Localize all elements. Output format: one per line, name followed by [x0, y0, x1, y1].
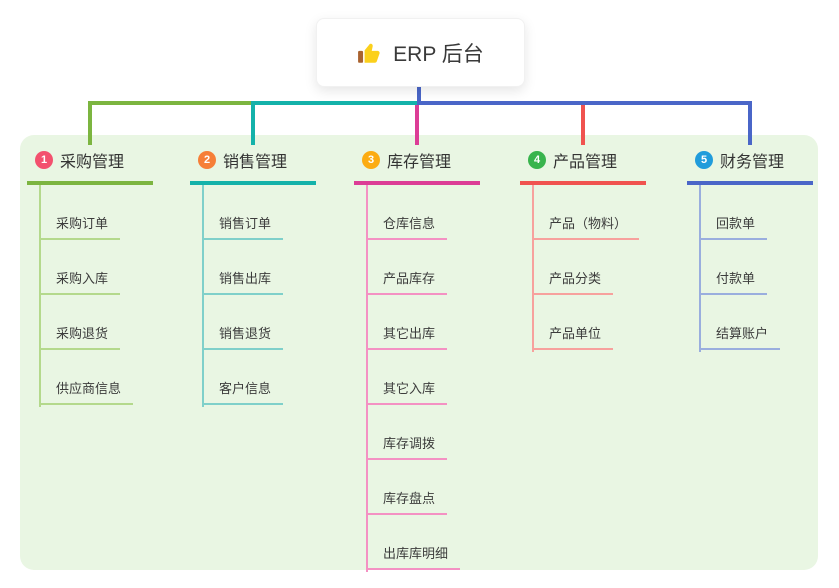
- branch-tree-line: [366, 185, 368, 572]
- branch-column-3: 3 库存管理 仓库信息 产品库存 其它出库 其它入库 库存调拨 库存盘点 出库库…: [354, 145, 480, 572]
- child-topic-node[interactable]: 客户信息: [202, 378, 284, 405]
- branch-title-label: 库存管理: [387, 154, 452, 171]
- child-topic-node[interactable]: 仓库信息: [366, 213, 448, 240]
- thumbs-up-icon: [357, 40, 383, 66]
- child-row: 库存调拨: [366, 405, 480, 460]
- bus-segment-branch-1: [88, 101, 253, 105]
- child-topic-node[interactable]: 出库库明细: [366, 543, 461, 570]
- child-topic-node[interactable]: 结算账户: [699, 323, 781, 350]
- child-topic-node[interactable]: 库存调拨: [366, 433, 448, 460]
- branch-tree-line: [699, 185, 701, 352]
- child-row: 付款单: [699, 240, 813, 295]
- child-topic-node[interactable]: 产品单位: [532, 323, 614, 350]
- child-topic-node[interactable]: 产品分类: [532, 268, 614, 295]
- mindmap-panel: [20, 135, 818, 570]
- child-row: 库存盘点: [366, 460, 480, 515]
- branch-number-badge: 4: [528, 151, 546, 169]
- child-topic-node[interactable]: 其它入库: [366, 378, 448, 405]
- branch-column-2: 2 销售管理 销售订单 销售出库 销售退货 客户信息: [190, 145, 316, 407]
- child-row: 采购入库: [39, 240, 153, 295]
- branch-column-1: 1 采购管理 采购订单 采购入库 采购退货 供应商信息: [27, 145, 153, 407]
- branch-tree-line: [202, 185, 204, 407]
- child-topic-node[interactable]: 回款单: [699, 213, 768, 240]
- child-topic-node[interactable]: 销售退货: [202, 323, 284, 350]
- child-topic-node[interactable]: 销售出库: [202, 268, 284, 295]
- child-row: 产品分类: [532, 240, 646, 295]
- branch-children: 销售订单 销售出库 销售退货 客户信息: [202, 185, 316, 407]
- child-row: 结算账户: [699, 295, 813, 350]
- branch-title-node[interactable]: 1 采购管理: [27, 145, 153, 185]
- child-topic-node[interactable]: 采购入库: [39, 268, 121, 295]
- child-row: 产品库存: [366, 240, 480, 295]
- root-stem-line: [417, 84, 421, 105]
- bus-segment-branch-5: [417, 101, 752, 105]
- branch-children: 仓库信息 产品库存 其它出库 其它入库 库存调拨 库存盘点 出库库明细: [366, 185, 480, 572]
- child-row: 回款单: [699, 185, 813, 240]
- branch-title-label: 采购管理: [60, 154, 125, 171]
- branch-number-badge: 5: [695, 151, 713, 169]
- child-row: 销售出库: [202, 240, 316, 295]
- child-row: 客户信息: [202, 350, 316, 405]
- child-row: 采购退货: [39, 295, 153, 350]
- child-row: 产品单位: [532, 295, 646, 350]
- child-topic-node[interactable]: 产品库存: [366, 268, 448, 295]
- branch-children: 回款单 付款单 结算账户: [699, 185, 813, 352]
- child-topic-node[interactable]: 其它出库: [366, 323, 448, 350]
- branch-title-node[interactable]: 3 库存管理: [354, 145, 480, 185]
- branch-title-node[interactable]: 2 销售管理: [190, 145, 316, 185]
- branch-title-node[interactable]: 4 产品管理: [520, 145, 646, 185]
- child-row: 销售退货: [202, 295, 316, 350]
- child-row: 其它入库: [366, 350, 480, 405]
- branch-title-node[interactable]: 5 财务管理: [687, 145, 813, 185]
- child-row: 出库库明细: [366, 515, 480, 570]
- child-topic-node[interactable]: 付款单: [699, 268, 768, 295]
- branch-number-badge: 3: [362, 151, 380, 169]
- branch-tree-line: [39, 185, 41, 407]
- root-title: ERP 后台: [393, 42, 484, 66]
- branch-title-label: 销售管理: [223, 154, 288, 171]
- child-row: 销售订单: [202, 185, 316, 240]
- child-row: 产品（物料）: [532, 185, 646, 240]
- branch-children: 产品（物料） 产品分类 产品单位: [532, 185, 646, 352]
- child-topic-node[interactable]: 采购退货: [39, 323, 121, 350]
- branch-column-4: 4 产品管理 产品（物料） 产品分类 产品单位: [520, 145, 646, 352]
- child-topic-node[interactable]: 采购订单: [39, 213, 121, 240]
- child-topic-node[interactable]: 产品（物料）: [532, 213, 640, 240]
- branch-children: 采购订单 采购入库 采购退货 供应商信息: [39, 185, 153, 407]
- root-node[interactable]: ERP 后台: [316, 18, 525, 87]
- branch-tree-line: [532, 185, 534, 352]
- bus-segment-branch-2: [251, 101, 421, 105]
- child-row: 仓库信息: [366, 185, 480, 240]
- branch-column-5: 5 财务管理 回款单 付款单 结算账户: [687, 145, 813, 352]
- branch-title-label: 财务管理: [720, 154, 785, 171]
- child-row: 采购订单: [39, 185, 153, 240]
- branch-title-label: 产品管理: [553, 154, 618, 171]
- child-row: 供应商信息: [39, 350, 153, 405]
- child-topic-node[interactable]: 供应商信息: [39, 378, 134, 405]
- child-topic-node[interactable]: 库存盘点: [366, 488, 448, 515]
- branch-number-badge: 2: [198, 151, 216, 169]
- child-row: 其它出库: [366, 295, 480, 350]
- child-topic-node[interactable]: 销售订单: [202, 213, 284, 240]
- branch-number-badge: 1: [35, 151, 53, 169]
